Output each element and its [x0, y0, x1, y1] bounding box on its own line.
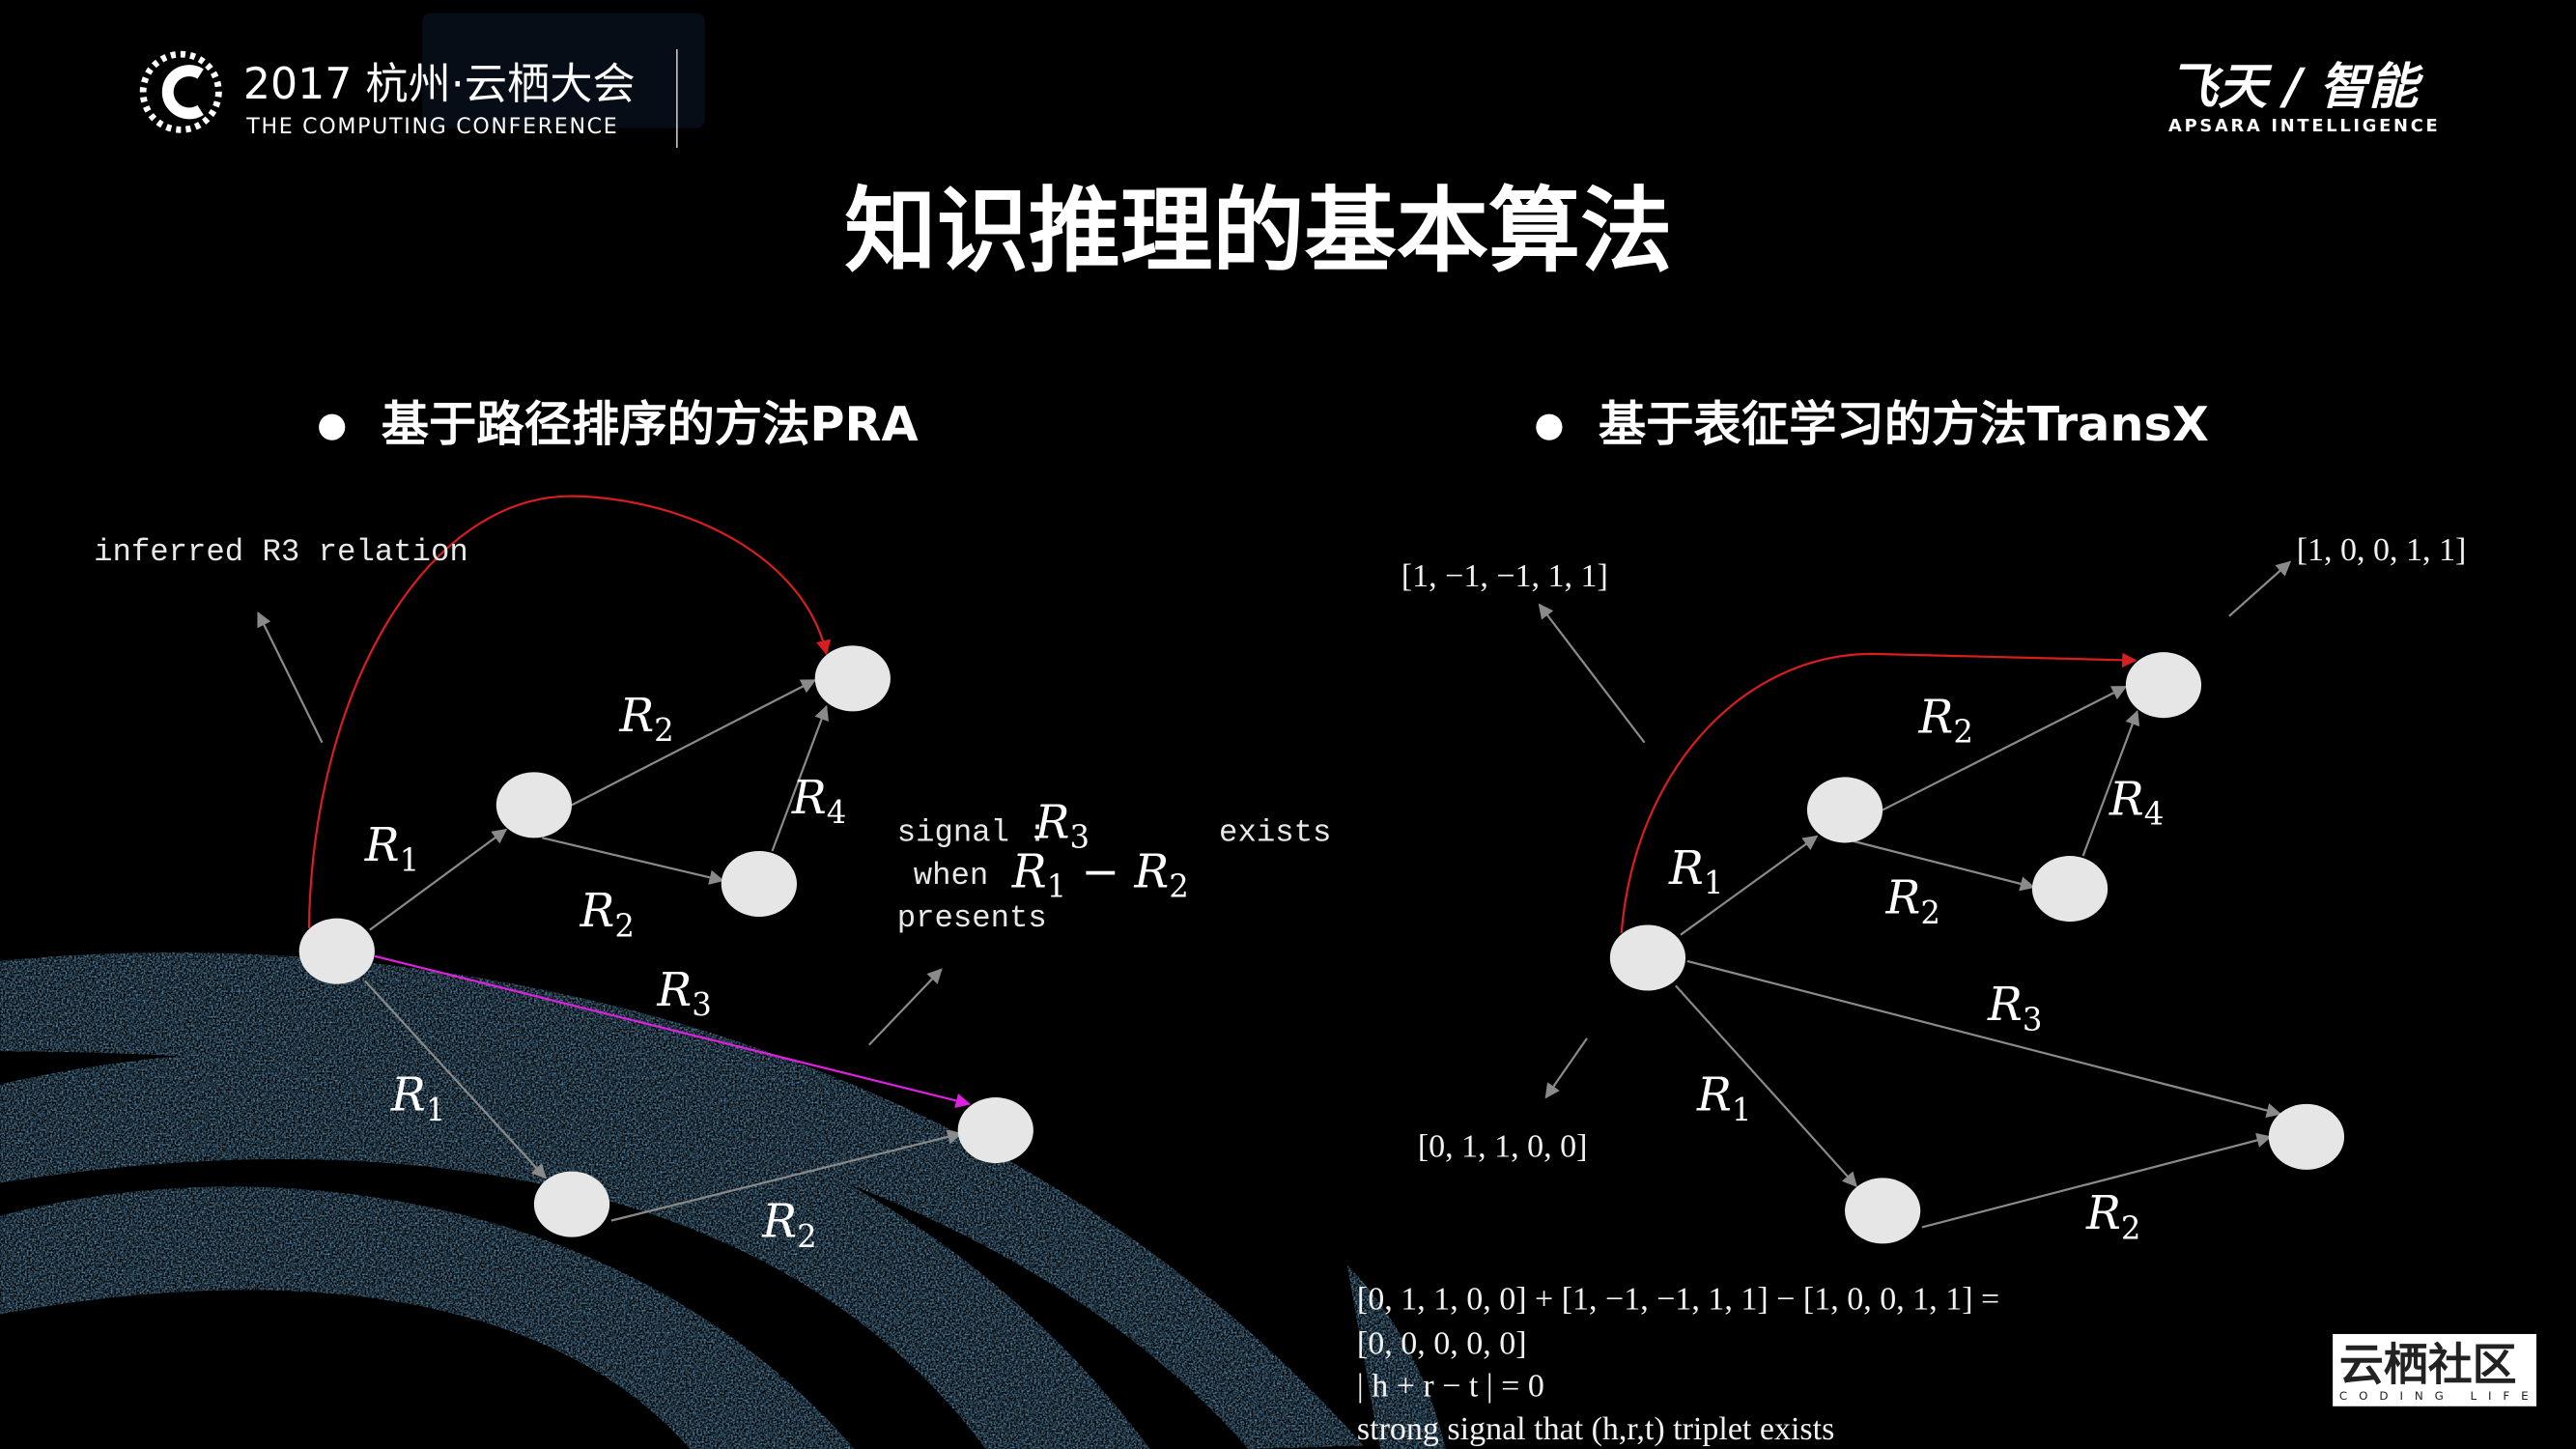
conference-subtitle: THE COMPUTING CONFERENCE [245, 114, 618, 139]
signal-r3: R3 [1034, 796, 1090, 855]
edge-label: R2 [2085, 1187, 2140, 1246]
transx-graph: R2 R4 R1 R2 R3 R1 R2 [1538, 560, 2345, 1246]
signal-when: when [914, 858, 989, 894]
page-title: 知识推理的基本算法 [844, 179, 1672, 285]
signal-exists: exists [1219, 815, 1331, 851]
edge-label: R1 [1668, 842, 1723, 901]
edge-label: R4 [2109, 774, 2164, 833]
conference-title: 2017 杭州·云栖大会 [243, 60, 636, 109]
relation-vector: [1, −1, −1, 1, 1] [1401, 558, 1608, 594]
svg-text:云栖社区: 云栖社区 [2339, 1339, 2517, 1391]
galaxy-background [0, 952, 1446, 1449]
pra-graph: R2 R4 R1 R2 R3 R1 R2 [257, 495, 1033, 1255]
graph-node [1845, 1178, 1921, 1244]
graph-node [1806, 777, 1883, 843]
signal-presents: presents [897, 900, 1047, 936]
coding-life-logo: 云栖社区 CODING LIFE [2333, 1333, 2540, 1406]
svg-text:CODING LIFE: CODING LIFE [2339, 1389, 2540, 1403]
left-bullet-heading: 基于路径排序的方法PRA [382, 396, 919, 452]
edge-label: R1 [364, 819, 419, 878]
graph-node [533, 1171, 610, 1237]
edge-label: R1 [1696, 1069, 1751, 1128]
edge-label: R2 [1885, 872, 1940, 931]
edge-label: R2 [618, 690, 673, 749]
graph-node [2268, 1103, 2345, 1170]
equation-line: [0, 0, 0, 0, 0] [1357, 1325, 1527, 1361]
graph-node [495, 772, 573, 838]
conference-logo-icon [139, 50, 222, 133]
brand-logo-right: 飞天 / 智能 [2168, 59, 2423, 116]
bullet-icon [319, 413, 346, 440]
graph-node [957, 1097, 1033, 1164]
head-vector: [0, 1, 1, 0, 0] [1418, 1128, 1588, 1164]
tail-vector: [1, 0, 0, 1, 1] [2297, 532, 2467, 568]
graph-node [298, 918, 375, 984]
signal-condition: R1 − R2 [1011, 845, 1189, 904]
graph-node [814, 645, 891, 712]
edge-label: R1 [390, 1069, 445, 1128]
graph-node [1609, 924, 1686, 991]
equation-line: | h + r − t | = 0 [1357, 1369, 1544, 1405]
edge-label: R3 [656, 964, 711, 1023]
graph-node [2031, 856, 2109, 923]
graph-node [721, 850, 797, 917]
brand-logo-right-sub: APSARA INTELLIGENCE [2168, 116, 2440, 136]
equation-line: strong signal that (h,r,t) triplet exist… [1357, 1411, 1834, 1447]
signal-text: signal : [897, 815, 1047, 851]
inferred-relation-annotation: inferred R3 relation [94, 534, 468, 570]
bullet-icon [1536, 413, 1563, 440]
right-bullet-heading: 基于表征学习的方法TransX [1599, 396, 2209, 452]
edge-label: R2 [580, 885, 635, 944]
equation-line: [0, 1, 1, 0, 0] + [1, −1, −1, 1, 1] − [1… [1357, 1281, 1999, 1317]
header-highlight [422, 13, 705, 128]
edge-label: R2 [1918, 692, 1973, 751]
graph-node [2125, 652, 2202, 719]
edge-label: R3 [1987, 979, 2042, 1037]
edge-label: R4 [791, 772, 846, 831]
edge-label: R2 [761, 1196, 816, 1255]
